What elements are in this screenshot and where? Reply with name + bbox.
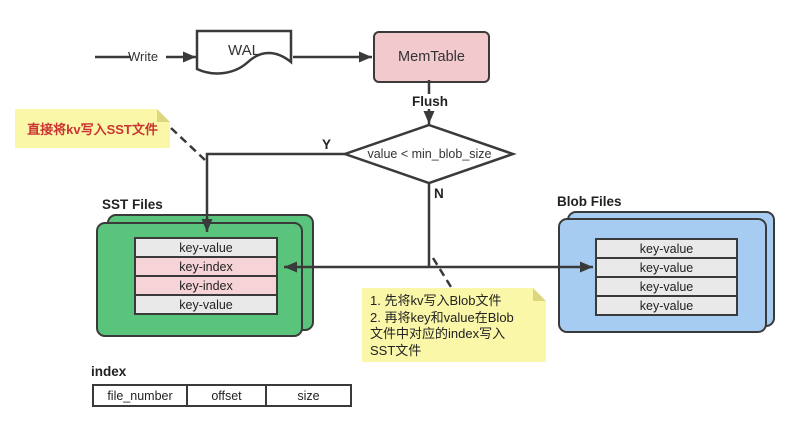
sst-row: key-index	[134, 256, 278, 277]
index-table: file_number offset size	[92, 384, 352, 407]
blob-note-line: 2. 再将key和value在Blob	[370, 309, 514, 325]
branch-yes-label: Y	[322, 137, 332, 152]
sst-row-table: key-value key-index key-index key-value	[134, 237, 278, 315]
index-column-offset: offset	[186, 384, 267, 407]
memtable-label: MemTable	[398, 49, 465, 65]
sst-note-text: 直接将kv写入SST文件	[27, 122, 158, 137]
index-table-title: index	[91, 364, 127, 379]
blob-note-line: SST文件	[370, 342, 422, 358]
note2-connector	[431, 257, 453, 288]
blob-row-table: key-value key-value key-value key-value	[595, 238, 738, 316]
decision-condition-label: value < min_blob_size	[367, 147, 492, 161]
sst-row: key-value	[134, 237, 278, 258]
sst-note: 直接将kv写入SST文件	[15, 109, 170, 148]
blob-note-line: 文件中对应的index写入	[370, 326, 506, 341]
wal-label: WAL	[228, 42, 260, 59]
note1-connector	[170, 127, 206, 161]
write-label: Write	[128, 49, 159, 64]
blob-row: key-value	[595, 238, 738, 259]
index-column-size: size	[265, 384, 352, 407]
flush-label: Flush	[409, 94, 451, 109]
blob-note: 1. 先将kv写入Blob文件 2. 再将key和value在Blob 文件中对…	[362, 288, 546, 362]
branch-no-label: N	[434, 186, 444, 201]
note-fold-corner-icon	[157, 109, 170, 122]
memtable-box: MemTable	[373, 31, 490, 83]
blob-files-title: Blob Files	[557, 194, 622, 209]
blob-row: key-value	[595, 295, 738, 316]
sst-row: key-index	[134, 275, 278, 296]
blob-note-line: 1. 先将kv写入Blob文件	[370, 293, 502, 308]
blob-row: key-value	[595, 276, 738, 297]
blob-row: key-value	[595, 257, 738, 278]
sst-files-title: SST Files	[102, 197, 163, 212]
note-fold-corner-icon	[533, 288, 546, 301]
index-column-file-number: file_number	[92, 384, 188, 407]
sst-row: key-value	[134, 294, 278, 315]
